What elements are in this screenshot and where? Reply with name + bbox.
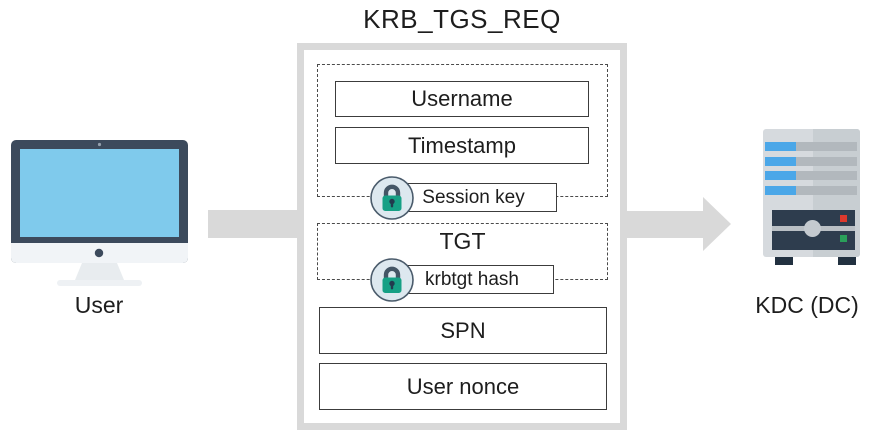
field-username: Username <box>335 81 589 117</box>
krb-packet-container: Username Timestamp Session key TGT krbtg… <box>297 43 627 430</box>
request-arrow-right-segment <box>621 211 703 238</box>
server-icon <box>763 129 860 265</box>
field-spn: SPN <box>319 307 607 354</box>
diagram-title: KRB_TGS_REQ <box>363 4 561 34</box>
arrow-right-icon <box>703 197 731 251</box>
field-tgt: TGT <box>439 227 486 254</box>
request-arrow-left-segment <box>208 210 300 238</box>
krbtgt-hash-label: krbtgt hash <box>390 265 554 294</box>
session-key-label: Session key <box>390 183 557 212</box>
user-label: User <box>74 292 124 318</box>
field-timestamp: Timestamp <box>335 127 589 164</box>
session-key-label-text: Session key <box>422 186 525 208</box>
lock-icon <box>370 258 414 302</box>
field-user-nonce: User nonce <box>319 363 607 410</box>
kdc-label: KDC (DC) <box>755 292 859 318</box>
krbtgt-hash-label-text: krbtgt hash <box>425 268 519 290</box>
desktop-computer-icon <box>11 140 188 286</box>
lock-icon <box>370 176 414 220</box>
